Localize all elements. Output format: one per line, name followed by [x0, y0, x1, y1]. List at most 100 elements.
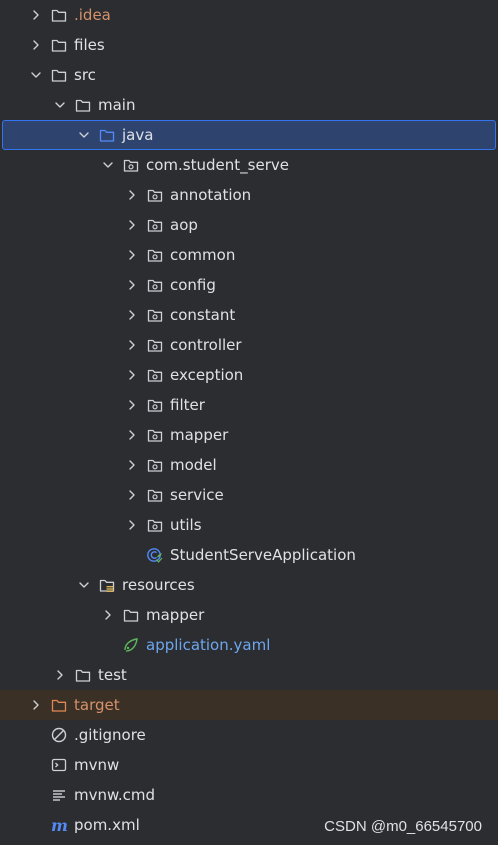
tree-item[interactable]: common [0, 240, 498, 270]
tree-item[interactable]: com.student_serve [0, 150, 498, 180]
chevron-right-icon[interactable] [124, 517, 140, 533]
chevron-right-icon[interactable] [124, 487, 140, 503]
folder-icon [50, 36, 68, 54]
tree-item[interactable]: config [0, 270, 498, 300]
tree-item-label: controller [170, 336, 242, 354]
tree-item[interactable]: constant [0, 300, 498, 330]
tree-item-label: src [74, 66, 96, 84]
tree-item[interactable]: utils [0, 510, 498, 540]
tree-item[interactable]: test [0, 660, 498, 690]
folder-icon [50, 6, 68, 24]
tree-item[interactable]: model [0, 450, 498, 480]
tree-item[interactable]: aop [0, 210, 498, 240]
chevron-down-icon[interactable] [100, 157, 116, 173]
tree-item[interactable]: .gitignore [0, 720, 498, 750]
terminal-file-icon [50, 756, 68, 774]
tree-item[interactable]: application.yaml [0, 630, 498, 660]
chevron-right-icon[interactable] [28, 7, 44, 23]
tree-item-label: java [122, 126, 154, 144]
chevron-right-icon[interactable] [124, 187, 140, 203]
tree-item-label: main [98, 96, 136, 114]
spring-class-icon [146, 546, 164, 564]
chevron-right-icon[interactable] [100, 607, 116, 623]
tree-item[interactable]: mvnw [0, 750, 498, 780]
tree-item[interactable]: java [2, 120, 496, 150]
svg-text:m: m [51, 816, 68, 834]
tree-item-label: model [170, 456, 217, 474]
source-folder-icon [98, 126, 116, 144]
tree-item-label: .idea [74, 6, 111, 24]
chevron-spacer [124, 547, 140, 563]
maven-file-icon: m [50, 816, 68, 834]
tree-item-label: mapper [146, 606, 205, 624]
resources-folder-icon [98, 576, 116, 594]
folder-icon [74, 96, 92, 114]
tree-item[interactable]: exception [0, 360, 498, 390]
package-icon [146, 186, 164, 204]
tree-item-label: annotation [170, 186, 252, 204]
folder-icon [122, 606, 140, 624]
tree-item[interactable]: main [0, 90, 498, 120]
chevron-right-icon[interactable] [28, 697, 44, 713]
chevron-right-icon[interactable] [52, 667, 68, 683]
chevron-right-icon[interactable] [124, 397, 140, 413]
tree-item[interactable]: .idea [0, 0, 498, 30]
tree-item[interactable]: resources [0, 570, 498, 600]
chevron-right-icon[interactable] [124, 247, 140, 263]
watermark: CSDN @m0_66545700 [324, 818, 482, 835]
folder-icon [74, 666, 92, 684]
tree-item-label: test [98, 666, 127, 684]
tree-item[interactable]: filter [0, 390, 498, 420]
chevron-down-icon[interactable] [52, 97, 68, 113]
folder-icon [50, 66, 68, 84]
tree-item[interactable]: files [0, 30, 498, 60]
package-icon [146, 336, 164, 354]
package-icon [146, 216, 164, 234]
chevron-right-icon[interactable] [124, 337, 140, 353]
tree-item[interactable]: controller [0, 330, 498, 360]
tree-item[interactable]: mvnw.cmd [0, 780, 498, 810]
tree-item[interactable]: service [0, 480, 498, 510]
tree-item[interactable]: mapper [0, 420, 498, 450]
chevron-spacer [100, 637, 116, 653]
chevron-right-icon[interactable] [124, 367, 140, 383]
package-icon [146, 246, 164, 264]
tree-item[interactable]: target [0, 690, 498, 720]
tree-item[interactable]: annotation [0, 180, 498, 210]
tree-item-label: application.yaml [146, 636, 271, 654]
chevron-down-icon[interactable] [28, 67, 44, 83]
tree-item-label: common [170, 246, 236, 264]
chevron-right-icon[interactable] [124, 457, 140, 473]
package-icon [146, 486, 164, 504]
tree-item[interactable]: src [0, 60, 498, 90]
package-icon [146, 516, 164, 534]
chevron-down-icon[interactable] [76, 577, 92, 593]
chevron-right-icon[interactable] [124, 427, 140, 443]
tree-item[interactable]: mapper [0, 600, 498, 630]
tree-item-label: target [74, 696, 120, 714]
chevron-right-icon[interactable] [28, 37, 44, 53]
package-icon [122, 156, 140, 174]
chevron-spacer [28, 787, 44, 803]
excluded-folder-icon [50, 696, 68, 714]
tree-item-label: mapper [170, 426, 229, 444]
tree-item-label: config [170, 276, 216, 294]
chevron-spacer [28, 727, 44, 743]
chevron-down-icon[interactable] [76, 127, 92, 143]
package-icon [146, 426, 164, 444]
tree-item-label: constant [170, 306, 236, 324]
chevron-right-icon[interactable] [124, 307, 140, 323]
tree-item-label: files [74, 36, 105, 54]
text-file-icon [50, 786, 68, 804]
chevron-right-icon[interactable] [124, 217, 140, 233]
chevron-right-icon[interactable] [124, 277, 140, 293]
tree-item-label: filter [170, 396, 205, 414]
package-icon [146, 396, 164, 414]
tree-item-label: StudentServeApplication [170, 546, 356, 564]
tree-item[interactable]: StudentServeApplication [0, 540, 498, 570]
tree-item-label: exception [170, 366, 244, 384]
tree-item-label: com.student_serve [146, 156, 289, 174]
package-icon [146, 276, 164, 294]
